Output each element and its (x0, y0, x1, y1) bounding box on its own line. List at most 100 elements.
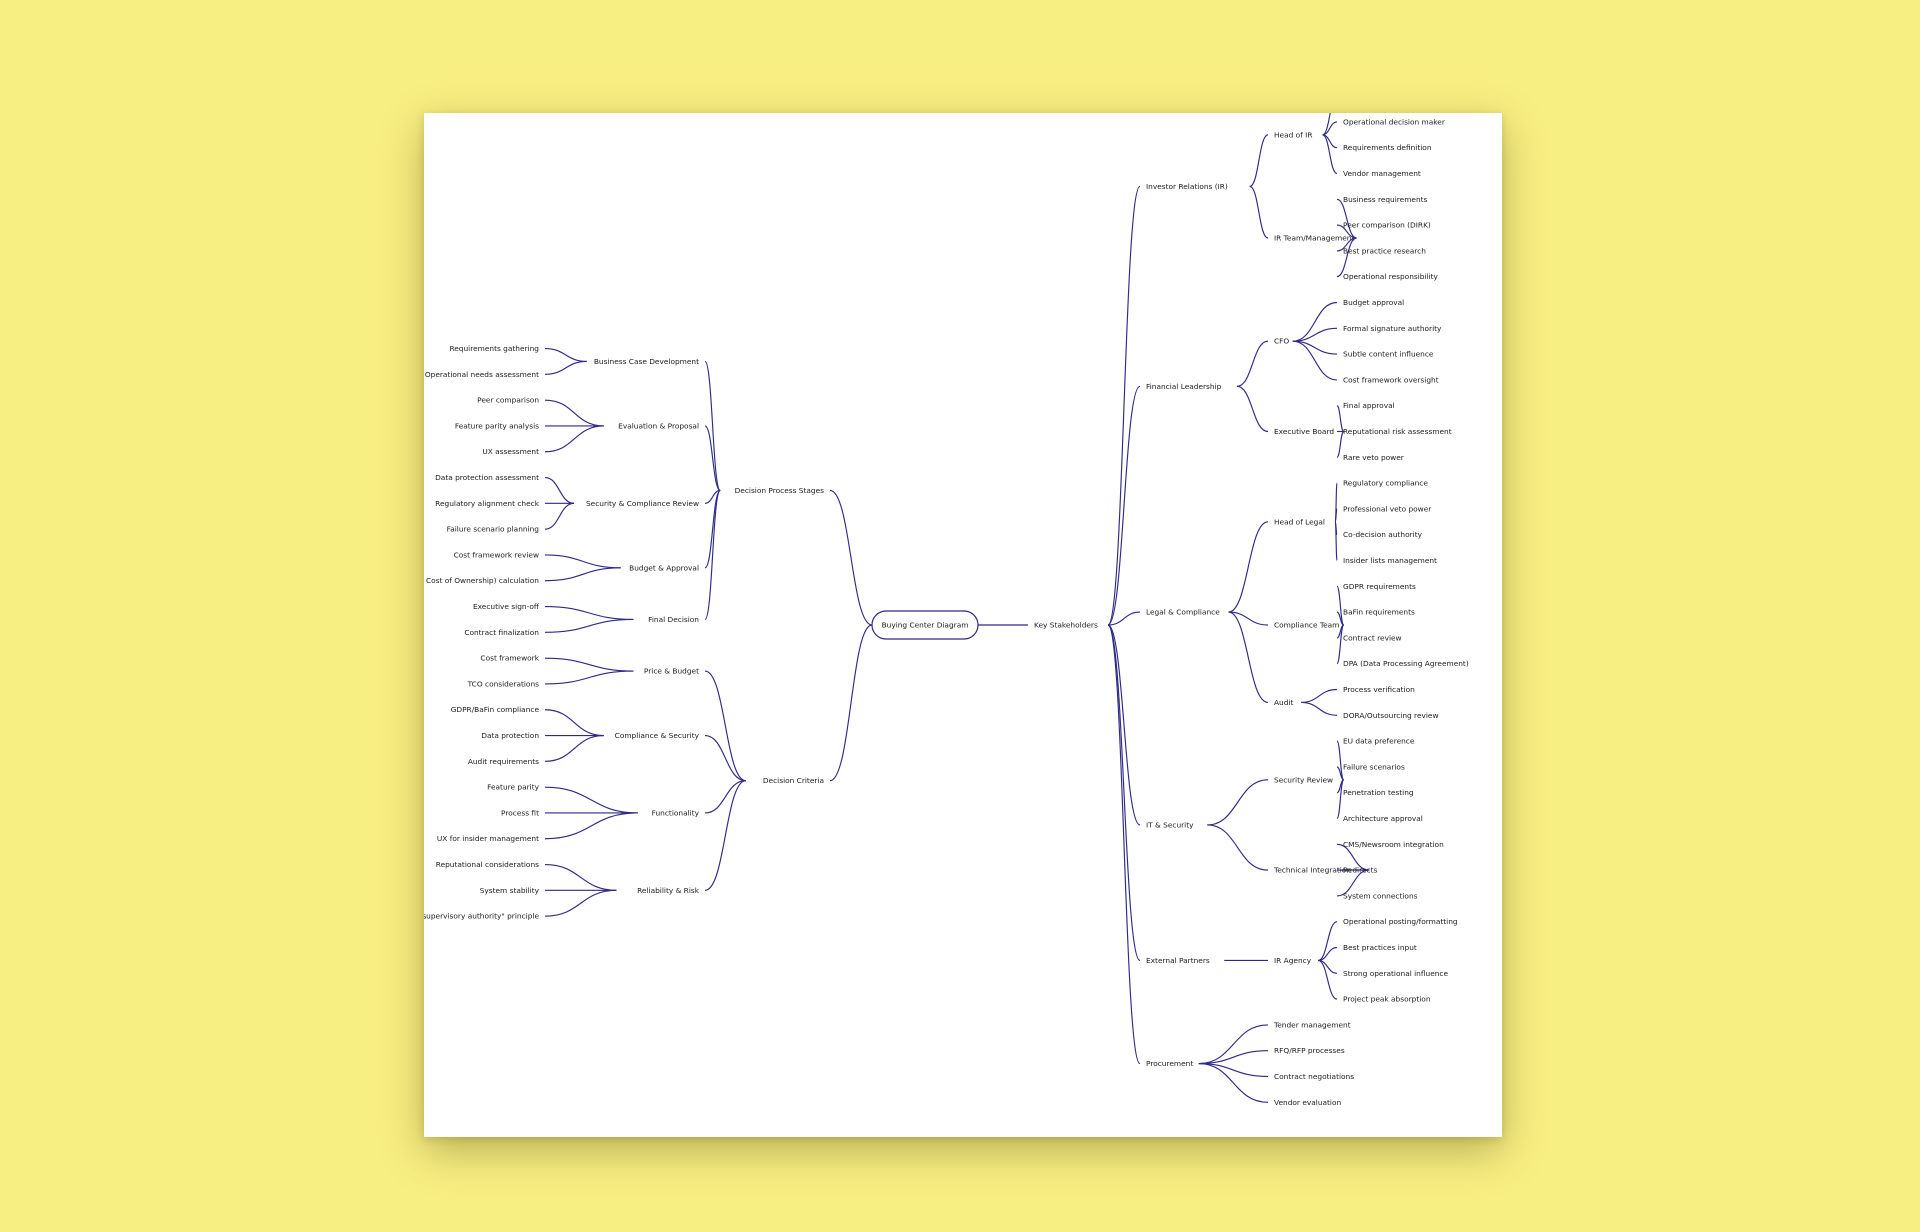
node-label-security-compliance-review: Security & Compliance Review (586, 499, 699, 508)
node-label-dpa-data-processing-agreement: DPA (Data Processing Agreement) (1343, 659, 1469, 668)
node-label-it-security: IT & Security (1146, 820, 1194, 829)
node-label-gdpr-requirements: GDPR requirements (1343, 582, 1416, 591)
node-label-external-partners: External Partners (1146, 956, 1210, 965)
node-label-business-requirements: Business requirements (1343, 195, 1428, 204)
node-label-formal-signature-authority: Formal signature authority (1343, 324, 1442, 333)
edge-financial-leadership (1107, 385, 1141, 626)
node-label-budget-approval: Budget & Approval (629, 563, 699, 572)
edge-operational-responsibility (1336, 237, 1357, 278)
edge-compliance-security (704, 734, 746, 782)
edge-failure-scenario-planning (544, 502, 575, 530)
node-label-evaluation-proposal: Evaluation & Proposal (618, 421, 699, 430)
node-label-tender-management: Tender management (1273, 1020, 1351, 1029)
node-label-peer-comparison-dirk: Peer comparison (DIRK) (1343, 221, 1431, 230)
node-label-executive-board: Executive Board (1274, 427, 1334, 436)
edge-dpa-data-processing-agreement (1336, 624, 1345, 665)
node-label-operational-needs-assessment: Operational needs assessment (425, 370, 539, 379)
edge-contract-finalization (544, 618, 634, 633)
node-label-reliability-risk: Reliability & Risk (637, 886, 700, 895)
root-node-label: Buying Center Diagram (882, 621, 969, 630)
node-label-failure-scenario-planning: Failure scenario planning (447, 525, 540, 534)
edge-head-of-ir (1249, 134, 1269, 187)
node-label-project-peak-absorption: Project peak absorption (1343, 995, 1431, 1004)
node-label-penetration-testing: Penetration testing (1343, 788, 1414, 797)
node-label-legal-compliance: Legal & Compliance (1146, 608, 1220, 617)
node-label-decision-process-stages: Decision Process Stages (735, 486, 825, 495)
node-label-redirects: Redirects (1343, 866, 1377, 875)
node-label-eu-data-preference: EU data preference (1343, 737, 1415, 746)
node-label-failure-scenarios: Failure scenarios (1343, 762, 1405, 771)
edge-final-decision (704, 489, 721, 621)
node-label-security-review: Security Review (1274, 775, 1333, 784)
node-label-operational-responsibility: Operational responsibility (1343, 272, 1439, 281)
edge-executive-board (1236, 385, 1269, 433)
node-label-feature-parity: Feature parity (487, 783, 539, 792)
node-label-tco-considerations: TCO considerations (467, 679, 540, 688)
node-label-gdpr-bafin-compliance: GDPR/BaFin compliance (451, 705, 540, 714)
edge-evaluation-proposal (704, 425, 721, 492)
node-label-best-practice-research: Best practice research (1343, 246, 1426, 255)
node-label-cost-framework: Cost framework (480, 654, 539, 663)
edge-cost-framework-oversight (1292, 340, 1338, 381)
edge-feature-parity (544, 786, 638, 814)
node-label-executive-sign-off: Executive sign-off (473, 602, 540, 611)
edge-cms-newsroom-integration (1336, 843, 1370, 871)
node-label-co-decision-authority: Co-decision authority (1343, 530, 1423, 539)
node-label-feature-parity-analysis: Feature parity analysis (455, 421, 539, 430)
edge-gdpr-requirements (1336, 585, 1345, 626)
node-label-audit: Audit (1274, 698, 1293, 707)
node-label-contract-finalization: Contract finalization (464, 628, 539, 637)
edge-external-partners (1107, 624, 1141, 961)
edge-contract-negotiations (1198, 1063, 1269, 1078)
node-label-budget-approval: Budget approval (1343, 298, 1404, 307)
node-label-requirements-definition: Requirements definition (1343, 143, 1432, 152)
node-label-requirements-gathering: Requirements gathering (449, 344, 539, 353)
node-label-head-of-ir: Head of IR (1274, 130, 1312, 139)
edge-peer-comparison-dirk (1336, 224, 1357, 239)
node-label-cms-newsroom-integration: CMS/Newsroom integration (1343, 840, 1444, 849)
edge-owner-of-selection-process (1322, 113, 1331, 136)
node-label-system-connections: System connections (1343, 891, 1418, 900)
edge-executive-sign-off (544, 605, 634, 621)
node-label-rare-veto-power: Rare veto power (1343, 453, 1405, 462)
node-label-contract-review: Contract review (1343, 633, 1402, 642)
node-label-tco-total-cost-of-ownership-calculation: TCO (Total Cost of Ownership) calculatio… (424, 576, 539, 585)
node-label-financial-leadership: Financial Leadership (1146, 382, 1222, 391)
node-label-cost-framework-review: Cost framework review (454, 550, 539, 559)
edge-price-budget (704, 670, 746, 782)
edge-technical-integration (1207, 824, 1269, 871)
node-label-strong-operational-influence: Strong operational influence (1343, 969, 1448, 978)
edge-decision-process-stages (829, 489, 873, 626)
edge-peer-comparison (544, 399, 604, 427)
edge-failure-scenarios (1336, 766, 1344, 781)
edge-legal-compliance (1107, 611, 1141, 626)
node-label-functionality: Functionality (652, 808, 700, 817)
node-label-peer-comparison: Peer comparison (477, 396, 539, 405)
node-label-key-stakeholders: Key Stakeholders (1034, 621, 1098, 630)
edge-gdpr-bafin-compliance (544, 709, 604, 737)
node-label-ir-team-management: IR Team/Management (1274, 234, 1354, 243)
node-label-technical-integration: Technical Integration (1273, 866, 1351, 875)
node-label-system-stability: System stability (480, 886, 540, 895)
edge-insider-lists-management (1334, 521, 1338, 562)
node-label-rfq-rfp-processes: RFQ/RFP processes (1274, 1046, 1345, 1055)
node-label-ux-for-insider-management: UX for insider management (437, 834, 539, 843)
node-label-final-approval: Final approval (1343, 401, 1395, 410)
node-label-price-budget: Price & Budget (644, 667, 699, 676)
edge-rfq-rfp-processes (1198, 1050, 1269, 1065)
node-label-investor-relations-ir: Investor Relations (IR) (1146, 182, 1228, 191)
edge-it-security (1107, 624, 1141, 826)
edge-reputational-considerations (544, 863, 617, 891)
node-label-vendor-evaluation: Vendor evaluation (1274, 1098, 1342, 1107)
node-label-best-practices-input: Best practices input (1343, 943, 1417, 952)
edge-decision-criteria (829, 624, 873, 782)
edge-cost-framework-review (544, 554, 621, 569)
edge-functionality (704, 780, 746, 814)
edge-audit (1228, 611, 1269, 703)
node-label-insider-lists-management: Insider lists management (1343, 556, 1437, 565)
edge-compliance-team (1228, 611, 1269, 626)
node-label-procurement: Procurement (1146, 1059, 1193, 1068)
node-label-process-verification: Process verification (1343, 685, 1415, 694)
edge-cfo (1236, 340, 1269, 387)
edge-security-compliance-review (704, 489, 721, 504)
